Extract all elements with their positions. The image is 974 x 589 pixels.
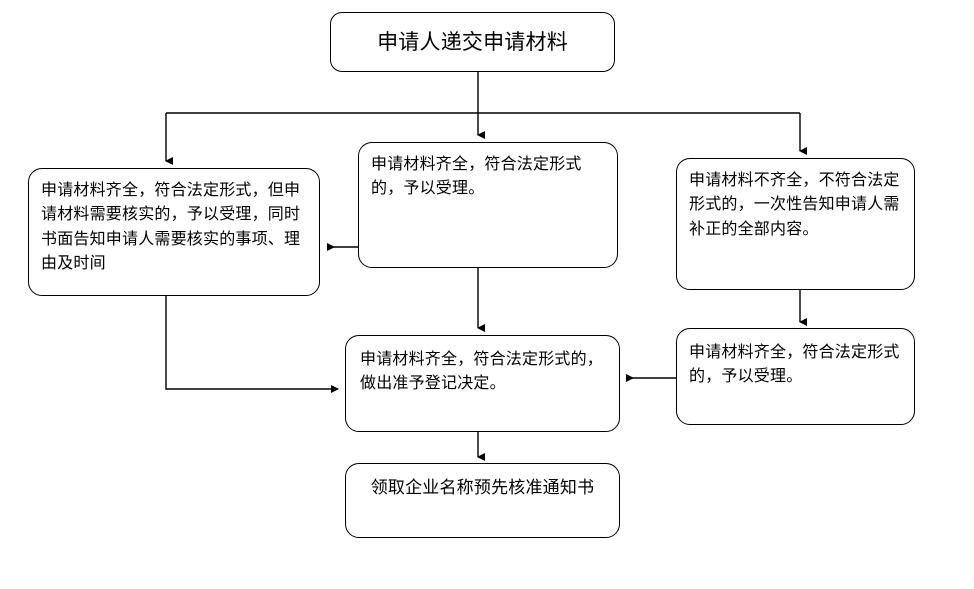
node-collect-approval-notice[interactable]: 领取企业名称预先核准通知书 bbox=[345, 463, 620, 538]
node-submit-application[interactable]: 申请人递交申请材料 bbox=[330, 12, 615, 72]
node-accept-after-correction-label: 申请材料齐全，符合法定形式的，予以受理。 bbox=[689, 342, 900, 386]
edge-verify-to-approve bbox=[165, 296, 339, 393]
node-registration-decision-label: 申请材料齐全，符合法定形式的，做出准予登记决定。 bbox=[360, 349, 604, 393]
node-accept-complete-materials-label: 申请材料齐全，符合法定形式的，予以受理。 bbox=[371, 154, 582, 198]
node-accept-with-verification[interactable]: 申请材料齐全，符合法定形式，但申请材料需要核实的，予以受理，同时书面告知申请人需… bbox=[28, 168, 320, 296]
node-collect-approval-notice-label: 领取企业名称预先核准通知书 bbox=[370, 478, 595, 498]
node-accept-after-correction[interactable]: 申请材料齐全，符合法定形式的，予以受理。 bbox=[676, 328, 915, 425]
node-incomplete-materials-notice-label: 申请材料不齐全，不符合法定形式的，一次性告知申请人需补正的全部内容。 bbox=[689, 170, 900, 238]
node-incomplete-materials-notice[interactable]: 申请材料不齐全，不符合法定形式的，一次性告知申请人需补正的全部内容。 bbox=[676, 158, 915, 290]
node-accept-with-verification-label: 申请材料齐全，符合法定形式，但申请材料需要核实的，予以受理，同时书面告知申请人需… bbox=[41, 180, 301, 272]
node-accept-complete-materials[interactable]: 申请材料齐全，符合法定形式的，予以受理。 bbox=[358, 142, 618, 268]
node-registration-decision[interactable]: 申请材料齐全，符合法定形式的，做出准予登记决定。 bbox=[345, 335, 620, 432]
node-submit-application-label: 申请人递交申请材料 bbox=[377, 30, 568, 54]
